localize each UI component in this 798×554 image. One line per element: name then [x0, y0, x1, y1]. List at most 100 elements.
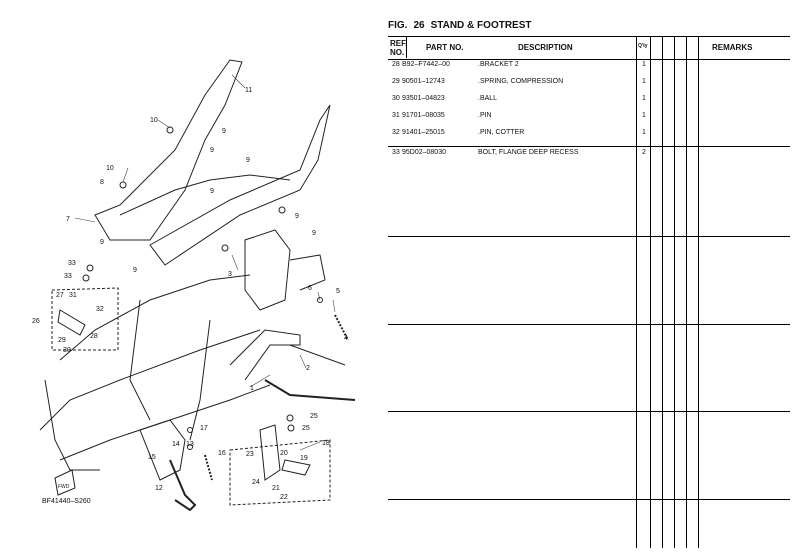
callout-26: 26	[32, 318, 40, 325]
row-qty: 1	[642, 61, 646, 68]
fwd-arrow-icon	[54, 469, 76, 496]
callout-9: 9	[100, 239, 104, 246]
row-description: .BALL	[478, 95, 498, 102]
table-row: 30 93501–04823 .BALL 1	[388, 93, 790, 107]
callout-24: 24	[252, 479, 260, 486]
callout-9: 9	[210, 147, 214, 154]
table-row: 28 B92–F7442–00 .BRACKET 2 1	[388, 59, 790, 73]
exploded-diagram: 11 10 10 8 7 9 9 9 9 9 9 9 9 3 6 5 4 2 1…	[0, 0, 380, 554]
bolt	[119, 181, 127, 189]
pin	[317, 297, 323, 303]
footrest-right-bracket	[259, 424, 281, 481]
callout-12: 12	[155, 485, 163, 492]
col-divider	[636, 36, 637, 548]
callout-17: 17	[200, 425, 208, 432]
callout-22: 22	[280, 494, 288, 501]
sidestand-bracket	[139, 419, 186, 481]
callout-25: 25	[302, 425, 310, 432]
callout-27: 27	[56, 292, 64, 299]
col-divider	[674, 36, 675, 548]
row-description: .SPRING, COMPRESSION	[478, 78, 564, 85]
table-header: REF. NO. PART NO. DESCRIPTION Q'ty REMAR…	[388, 36, 790, 60]
col-divider	[406, 36, 407, 58]
row-qty: 1	[642, 78, 646, 85]
bolt	[221, 244, 229, 252]
callout-9: 9	[295, 213, 299, 220]
callout-7: 7	[66, 216, 70, 223]
frame-cover-rib	[119, 174, 291, 216]
bolt	[166, 126, 174, 134]
stand-spring	[334, 314, 349, 341]
table-row: 32 91401–25015 .PIN, COTTER 1	[388, 127, 790, 141]
row-description: .BRACKET 2	[478, 61, 519, 68]
frame-cover-left	[94, 59, 243, 241]
parts-table: REF. NO. PART NO. DESCRIPTION Q'ty REMAR…	[388, 36, 790, 548]
side-stand	[169, 459, 197, 512]
callout-5: 5	[336, 288, 340, 295]
callout-31: 31	[69, 292, 77, 299]
frame-strut-2	[189, 319, 211, 441]
callout-33: 33	[68, 260, 76, 267]
row-qty: 1	[642, 95, 646, 102]
group-divider	[388, 499, 790, 500]
callout-1: 1	[250, 385, 254, 392]
frame-strut	[129, 299, 151, 421]
center-stand-bar	[264, 379, 356, 401]
footrest-right-box	[229, 439, 331, 506]
group-divider	[388, 324, 790, 325]
callout-16: 16	[218, 450, 226, 457]
callout-15: 15	[148, 454, 156, 461]
callout-10: 10	[106, 165, 114, 172]
table-row: 33 95D02–08030 BOLT, FLANGE DEEP RECESS …	[388, 147, 790, 161]
pin	[187, 427, 193, 433]
callout-9: 9	[222, 128, 226, 135]
diagram-code: BF41440–S260	[42, 498, 91, 505]
figure-name: STAND & FOOTREST	[430, 20, 532, 31]
row-part-no: 93501–04823	[402, 95, 445, 102]
row-part-no: 91401–25015	[402, 129, 445, 136]
col-divider	[686, 36, 687, 548]
col-divider	[698, 36, 699, 548]
sidestand-spring	[204, 454, 213, 481]
header-remarks: REMARKS	[712, 43, 753, 52]
callout-32: 32	[96, 306, 104, 313]
group-divider	[388, 411, 790, 412]
callout-9: 9	[133, 267, 137, 274]
bolt	[286, 414, 294, 422]
header-ref-no: NO.	[390, 48, 405, 57]
frame-tube-upper	[59, 274, 251, 361]
table-row: 29 90501–12743 .SPRING, COMPRESSION 1	[388, 76, 790, 90]
callout-9: 9	[246, 157, 250, 164]
callout-3: 3	[228, 271, 232, 278]
row-part-no: 91701–08035	[402, 112, 445, 119]
callout-19: 19	[300, 455, 308, 462]
engine-mount	[244, 229, 291, 311]
group-divider	[388, 236, 790, 237]
row-qty: 1	[642, 129, 646, 136]
col-divider	[650, 36, 651, 548]
bolt	[287, 424, 295, 432]
row-description: .PIN	[478, 112, 492, 119]
callout-29: 29	[58, 337, 66, 344]
row-part-no: B92–F7442–00	[402, 61, 450, 68]
center-stand	[229, 329, 301, 381]
row-part-no: 90501–12743	[402, 78, 445, 85]
callout-11: 11	[245, 87, 252, 94]
col-divider	[662, 36, 663, 548]
callout-33: 33	[64, 273, 72, 280]
callout-9: 9	[312, 230, 316, 237]
callout-13: 13	[186, 441, 194, 448]
footrest-left	[57, 309, 86, 336]
callout-10: 10	[150, 117, 158, 124]
header-description: DESCRIPTION	[518, 43, 573, 52]
callout-6: 6	[308, 285, 312, 292]
row-description: .PIN, COTTER	[478, 129, 525, 136]
frame-tube-mid	[39, 329, 261, 431]
header-ref: REF.	[390, 39, 408, 48]
callout-2: 2	[306, 365, 310, 372]
parts-drawing: 11 10 10 8 7 9 9 9 9 9 9 9 9 3 6 5 4 2 1…	[32, 59, 356, 512]
row-ref: 28	[392, 61, 400, 68]
header-part-no: PART NO.	[426, 43, 464, 52]
table-row: 31 91701–08035 .PIN 1	[388, 110, 790, 124]
row-part-no: 95D02–08030	[402, 149, 446, 156]
